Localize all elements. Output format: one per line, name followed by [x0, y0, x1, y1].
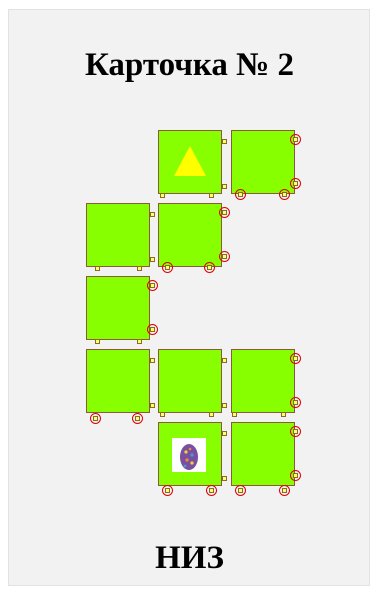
- ring-connector-16: [162, 485, 173, 496]
- tile-r1c3: [231, 130, 295, 194]
- egg-icon: [172, 438, 206, 472]
- ring-connector-11: [132, 413, 143, 424]
- connector-7: [137, 266, 142, 271]
- connector-12: [222, 358, 227, 363]
- card-panel: [8, 9, 370, 586]
- connector-3: [209, 193, 214, 198]
- connector-14: [160, 412, 165, 417]
- connector-9: [137, 339, 142, 344]
- connector-0: [222, 139, 227, 144]
- ring-connector-12: [290, 353, 301, 364]
- ring-connector-13: [290, 397, 301, 408]
- tile-r5c3: [231, 422, 295, 486]
- ring-connector-14: [290, 426, 301, 437]
- ring-connector-8: [147, 280, 158, 291]
- card-title: Карточка № 2: [0, 47, 379, 84]
- connector-16: [232, 412, 237, 417]
- connector-13: [222, 403, 227, 408]
- ring-connector-7: [204, 262, 215, 273]
- connector-15: [209, 412, 214, 417]
- connector-18: [222, 431, 227, 436]
- tile-r2c1: [86, 203, 150, 267]
- connector-6: [95, 266, 100, 271]
- ring-connector-2: [235, 189, 246, 200]
- ring-connector-0: [290, 134, 301, 145]
- connector-1: [222, 184, 227, 189]
- connector-2: [160, 193, 165, 198]
- ring-connector-15: [290, 470, 301, 481]
- tile-r3c1: [86, 276, 150, 340]
- connector-8: [95, 339, 100, 344]
- tile-r4c3: [231, 349, 295, 413]
- connector-19: [222, 476, 227, 481]
- ring-connector-5: [219, 251, 230, 262]
- bottom-label: НИЗ: [0, 540, 379, 577]
- ring-connector-6: [162, 262, 173, 273]
- tile-r2c2: [158, 203, 222, 267]
- triangle-icon: [173, 145, 207, 177]
- ring-connector-10: [90, 413, 101, 424]
- tile-r4c2: [158, 349, 222, 413]
- tile-r4c1: [86, 349, 150, 413]
- ring-connector-19: [279, 485, 290, 496]
- connector-10: [150, 358, 155, 363]
- connector-5: [150, 257, 155, 262]
- connector-4: [150, 212, 155, 217]
- connector-17: [281, 412, 286, 417]
- ring-connector-3: [279, 189, 290, 200]
- ring-connector-9: [147, 324, 158, 335]
- connector-11: [150, 403, 155, 408]
- ring-connector-18: [235, 485, 246, 496]
- ring-connector-4: [219, 207, 230, 218]
- ring-connector-17: [206, 485, 217, 496]
- ring-connector-1: [290, 178, 301, 189]
